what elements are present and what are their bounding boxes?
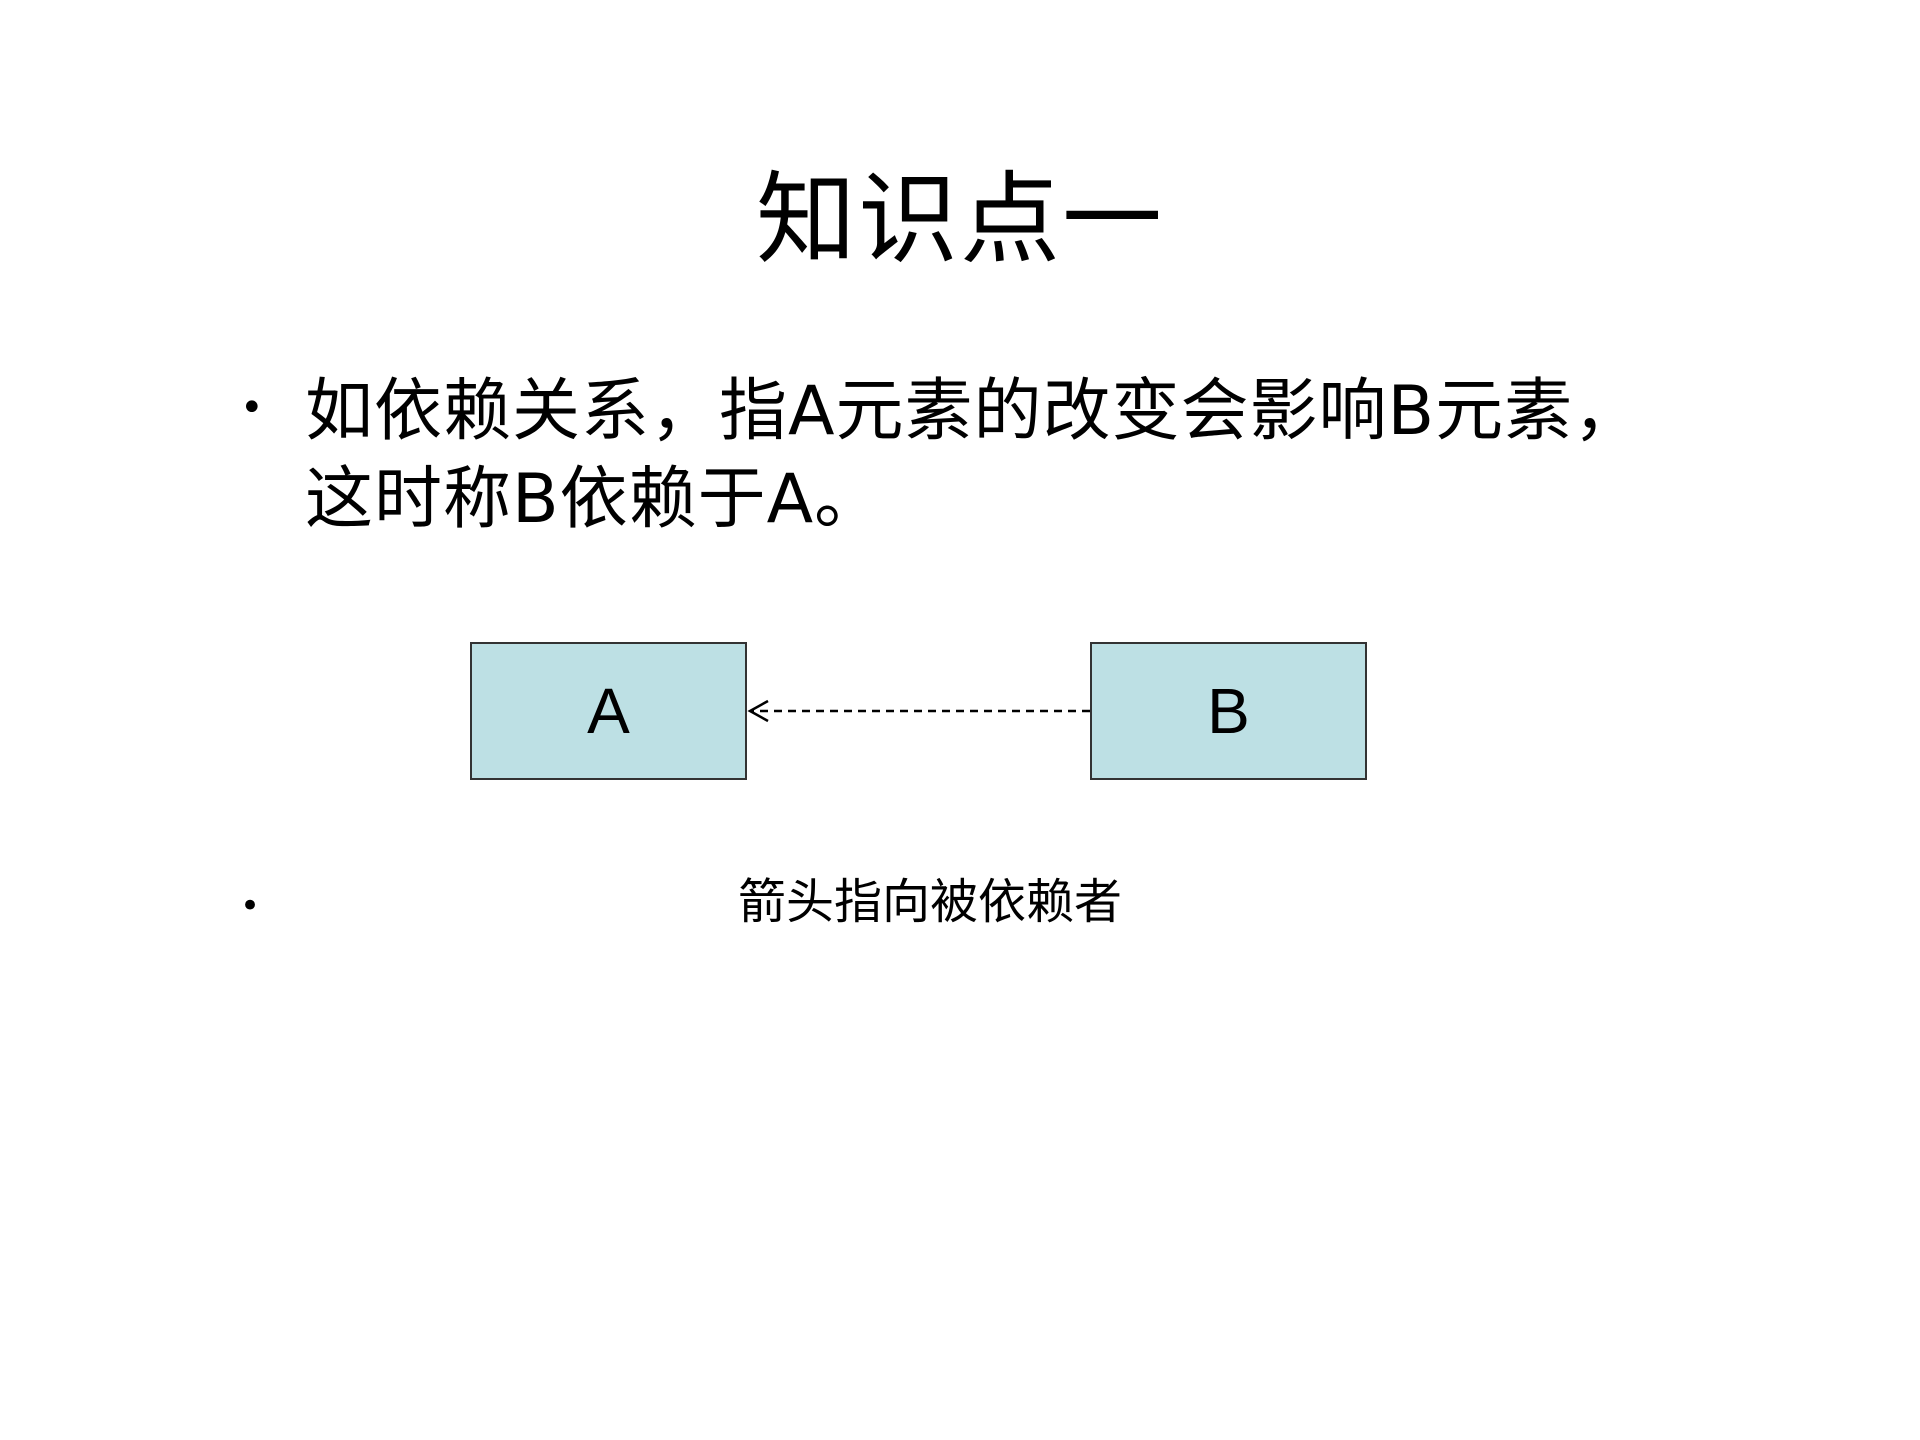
bullet-main-text: 如依赖关系，指A元素的改变会影响B元素，这时称B依赖于A。 — [305, 372, 1643, 539]
caption-text: 箭头指向被依赖者 — [737, 874, 1122, 930]
node-a-label: A — [587, 675, 630, 747]
bullet-marker: • — [240, 385, 264, 431]
slide-title: 知识点一 — [756, 161, 1164, 278]
node-a: A — [470, 642, 747, 780]
node-b-label: B — [1207, 675, 1250, 747]
bullet-marker-2: • — [240, 886, 261, 926]
node-b: B — [1090, 642, 1367, 780]
dependency-arrow-head — [747, 699, 769, 723]
